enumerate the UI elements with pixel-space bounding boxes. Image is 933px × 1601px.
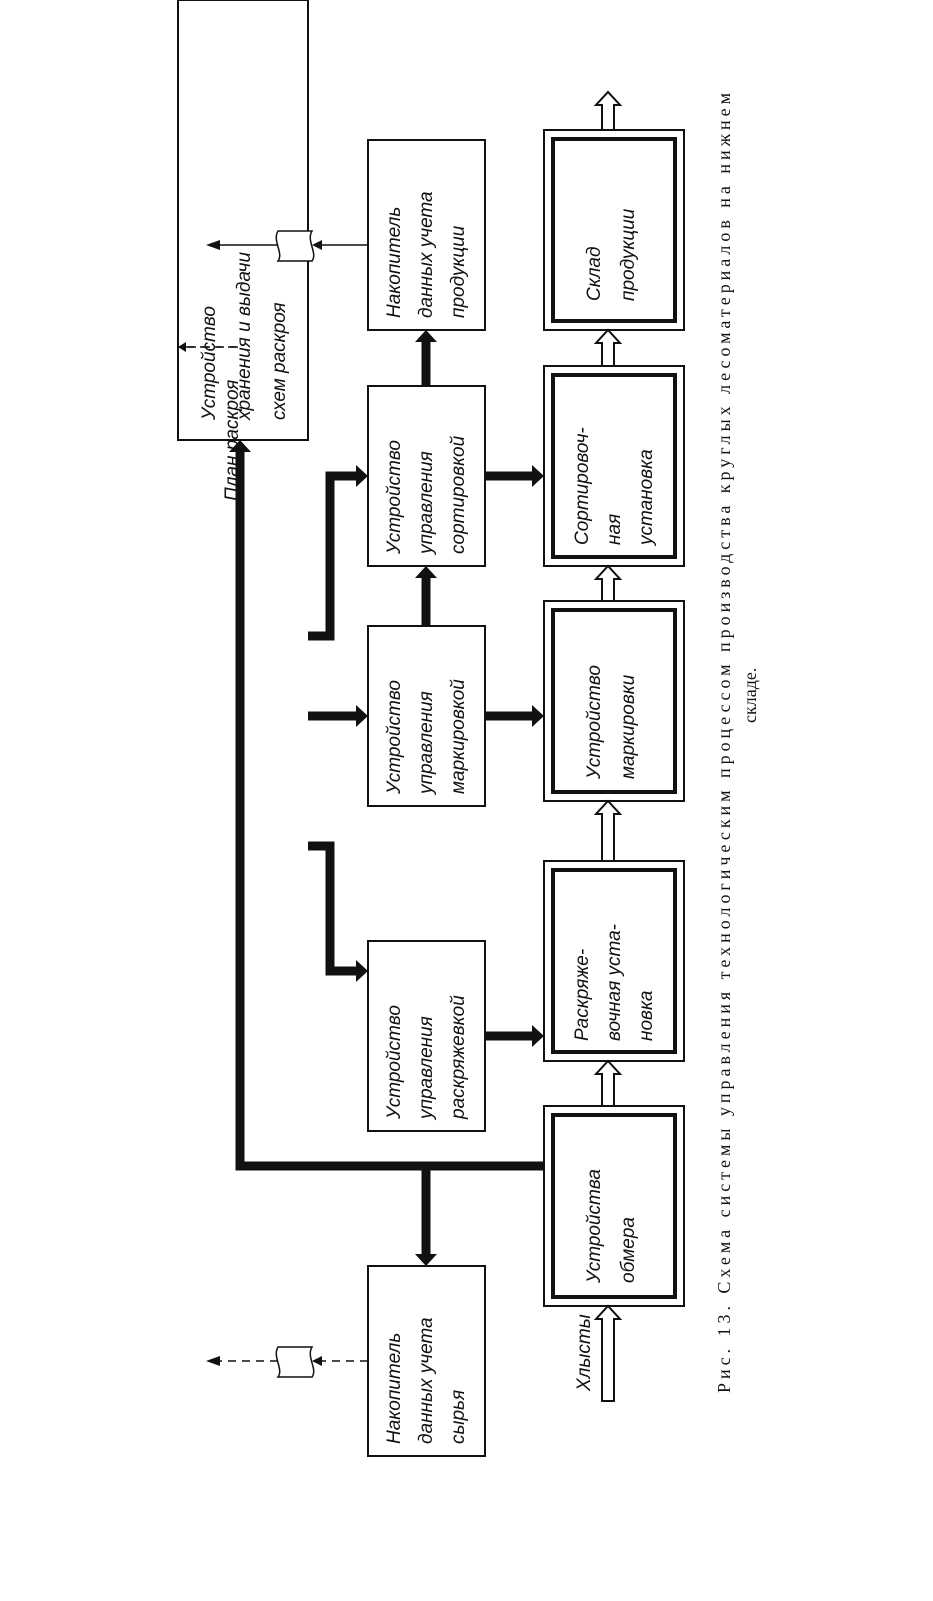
arrowhead-product-accumulator — [415, 330, 437, 342]
storage-device-line-1: Устройство — [199, 306, 220, 421]
product-accumulator-line-2: данных учета — [416, 191, 437, 318]
raw-punched-tape-icon — [275, 1346, 315, 1378]
raw-accumulator-box: Накопитель данных учета сырья — [367, 1265, 486, 1457]
sawing-control-line-1: Устройство — [384, 1005, 405, 1120]
raw-accumulator-line-1: Накопитель — [384, 1333, 405, 1444]
sorting-control-box: Устройство управления сортировкой — [367, 385, 486, 567]
sawing-unit-box: Раскряже- вочная уста- новка — [543, 860, 685, 1062]
marking-control-line-3: маркировкой — [448, 679, 469, 794]
hollow-arrow-sorting-to-warehouse — [593, 328, 623, 367]
cutting-plan-arrowhead — [178, 342, 186, 352]
storage-device-box: Устройство хранения и выдачи схем раскро… — [177, 0, 309, 441]
product-accumulator-box: Накопитель данных учета продукции — [367, 139, 486, 331]
arrowhead-marking-device — [532, 705, 544, 727]
raw-accumulator-line-3: сырья — [448, 1390, 469, 1444]
product-accumulator-line-3: продукции — [448, 225, 469, 318]
marking-control-line-1: Устройство — [384, 680, 405, 795]
sorting-control-line-2: управления — [416, 451, 437, 556]
sorting-unit-line-2: ная — [604, 514, 625, 545]
hollow-arrow-warehouse-out — [593, 90, 623, 131]
connector-storage-to-sorting-control — [308, 471, 360, 641]
marking-device-line-2: маркировки — [618, 674, 639, 779]
marking-device-line-1: Устройство — [584, 665, 605, 780]
arrowhead-raw-accumulator — [415, 1254, 437, 1266]
sawing-control-box: Устройство управления раскряжевкой — [367, 940, 486, 1132]
measuring-device-box: Устройства обмера — [543, 1105, 685, 1307]
sawing-unit-line-3: новка — [636, 991, 657, 1041]
arrowhead-storage — [229, 440, 251, 452]
storage-device-line-3: схем раскроя — [269, 303, 290, 421]
logs-label: Хлысты — [574, 1314, 595, 1392]
sorting-control-line-3: сортировкой — [448, 435, 469, 554]
sorting-control-line-1: Устройство — [384, 440, 405, 555]
connector-measuring-to-storage — [235, 448, 544, 1171]
product-punched-tape-icon — [275, 230, 315, 262]
figure-caption-line-2: складе. — [740, 668, 760, 723]
hollow-arrow-logs-in — [593, 1304, 623, 1402]
hollow-arrow-marking-to-sorting — [593, 564, 623, 602]
raw-tape-arrowhead — [312, 1356, 322, 1366]
material-flow-arrows — [593, 90, 623, 1402]
raw-accumulator-line-2: данных учета — [416, 1317, 437, 1444]
sawing-unit-line-2: вочная уста- — [604, 924, 625, 1041]
arrowhead-sorting-control — [356, 465, 368, 487]
arrowhead-marking-control — [356, 705, 368, 727]
sawing-control-line-3: раскряжевкой — [448, 995, 469, 1120]
sawing-control-line-2: управления — [416, 1016, 437, 1121]
measuring-device-line-2: обмера — [618, 1217, 639, 1283]
product-warehouse-box: Склад продукции — [543, 129, 685, 331]
arrowhead-sorting-unit — [532, 465, 544, 487]
cutting-plan-label: План раскроя — [222, 380, 243, 501]
storage-device-line-2: хранения и выдачи — [234, 252, 255, 421]
figure-caption-line-1: Рис. 13. Схема системы управления технол… — [714, 93, 734, 1393]
product-accumulator-line-1: Накопитель — [384, 207, 405, 318]
sorting-unit-line-3: установка — [636, 449, 657, 547]
hollow-arrow-measuring-to-sawing — [593, 1059, 623, 1107]
sorting-unit-box: Сортировоч- ная установка — [543, 365, 685, 567]
product-warehouse-line-2: продукции — [618, 208, 639, 301]
hollow-arrow-sawing-to-marking — [593, 799, 623, 862]
raw-output-arrowhead — [206, 1356, 220, 1366]
arrowhead-sawing-control — [356, 960, 368, 982]
product-warehouse-line-1: Склад — [584, 247, 605, 301]
marking-device-box: Устройство маркировки — [543, 600, 685, 802]
product-tape-arrowhead — [312, 240, 322, 250]
marking-control-line-2: управления — [416, 691, 437, 796]
product-output-arrowhead — [206, 240, 220, 250]
marking-control-box: Устройство управления маркировкой — [367, 625, 486, 807]
sawing-unit-line-1: Раскряже- — [572, 949, 593, 1041]
connector-storage-to-sawing-control — [308, 841, 360, 976]
sorting-unit-line-1: Сортировоч- — [572, 427, 593, 545]
arrowhead-marking-to-sorting — [415, 566, 437, 578]
arrowhead-sawing-unit — [532, 1025, 544, 1047]
measuring-device-line-1: Устройства — [584, 1169, 605, 1284]
